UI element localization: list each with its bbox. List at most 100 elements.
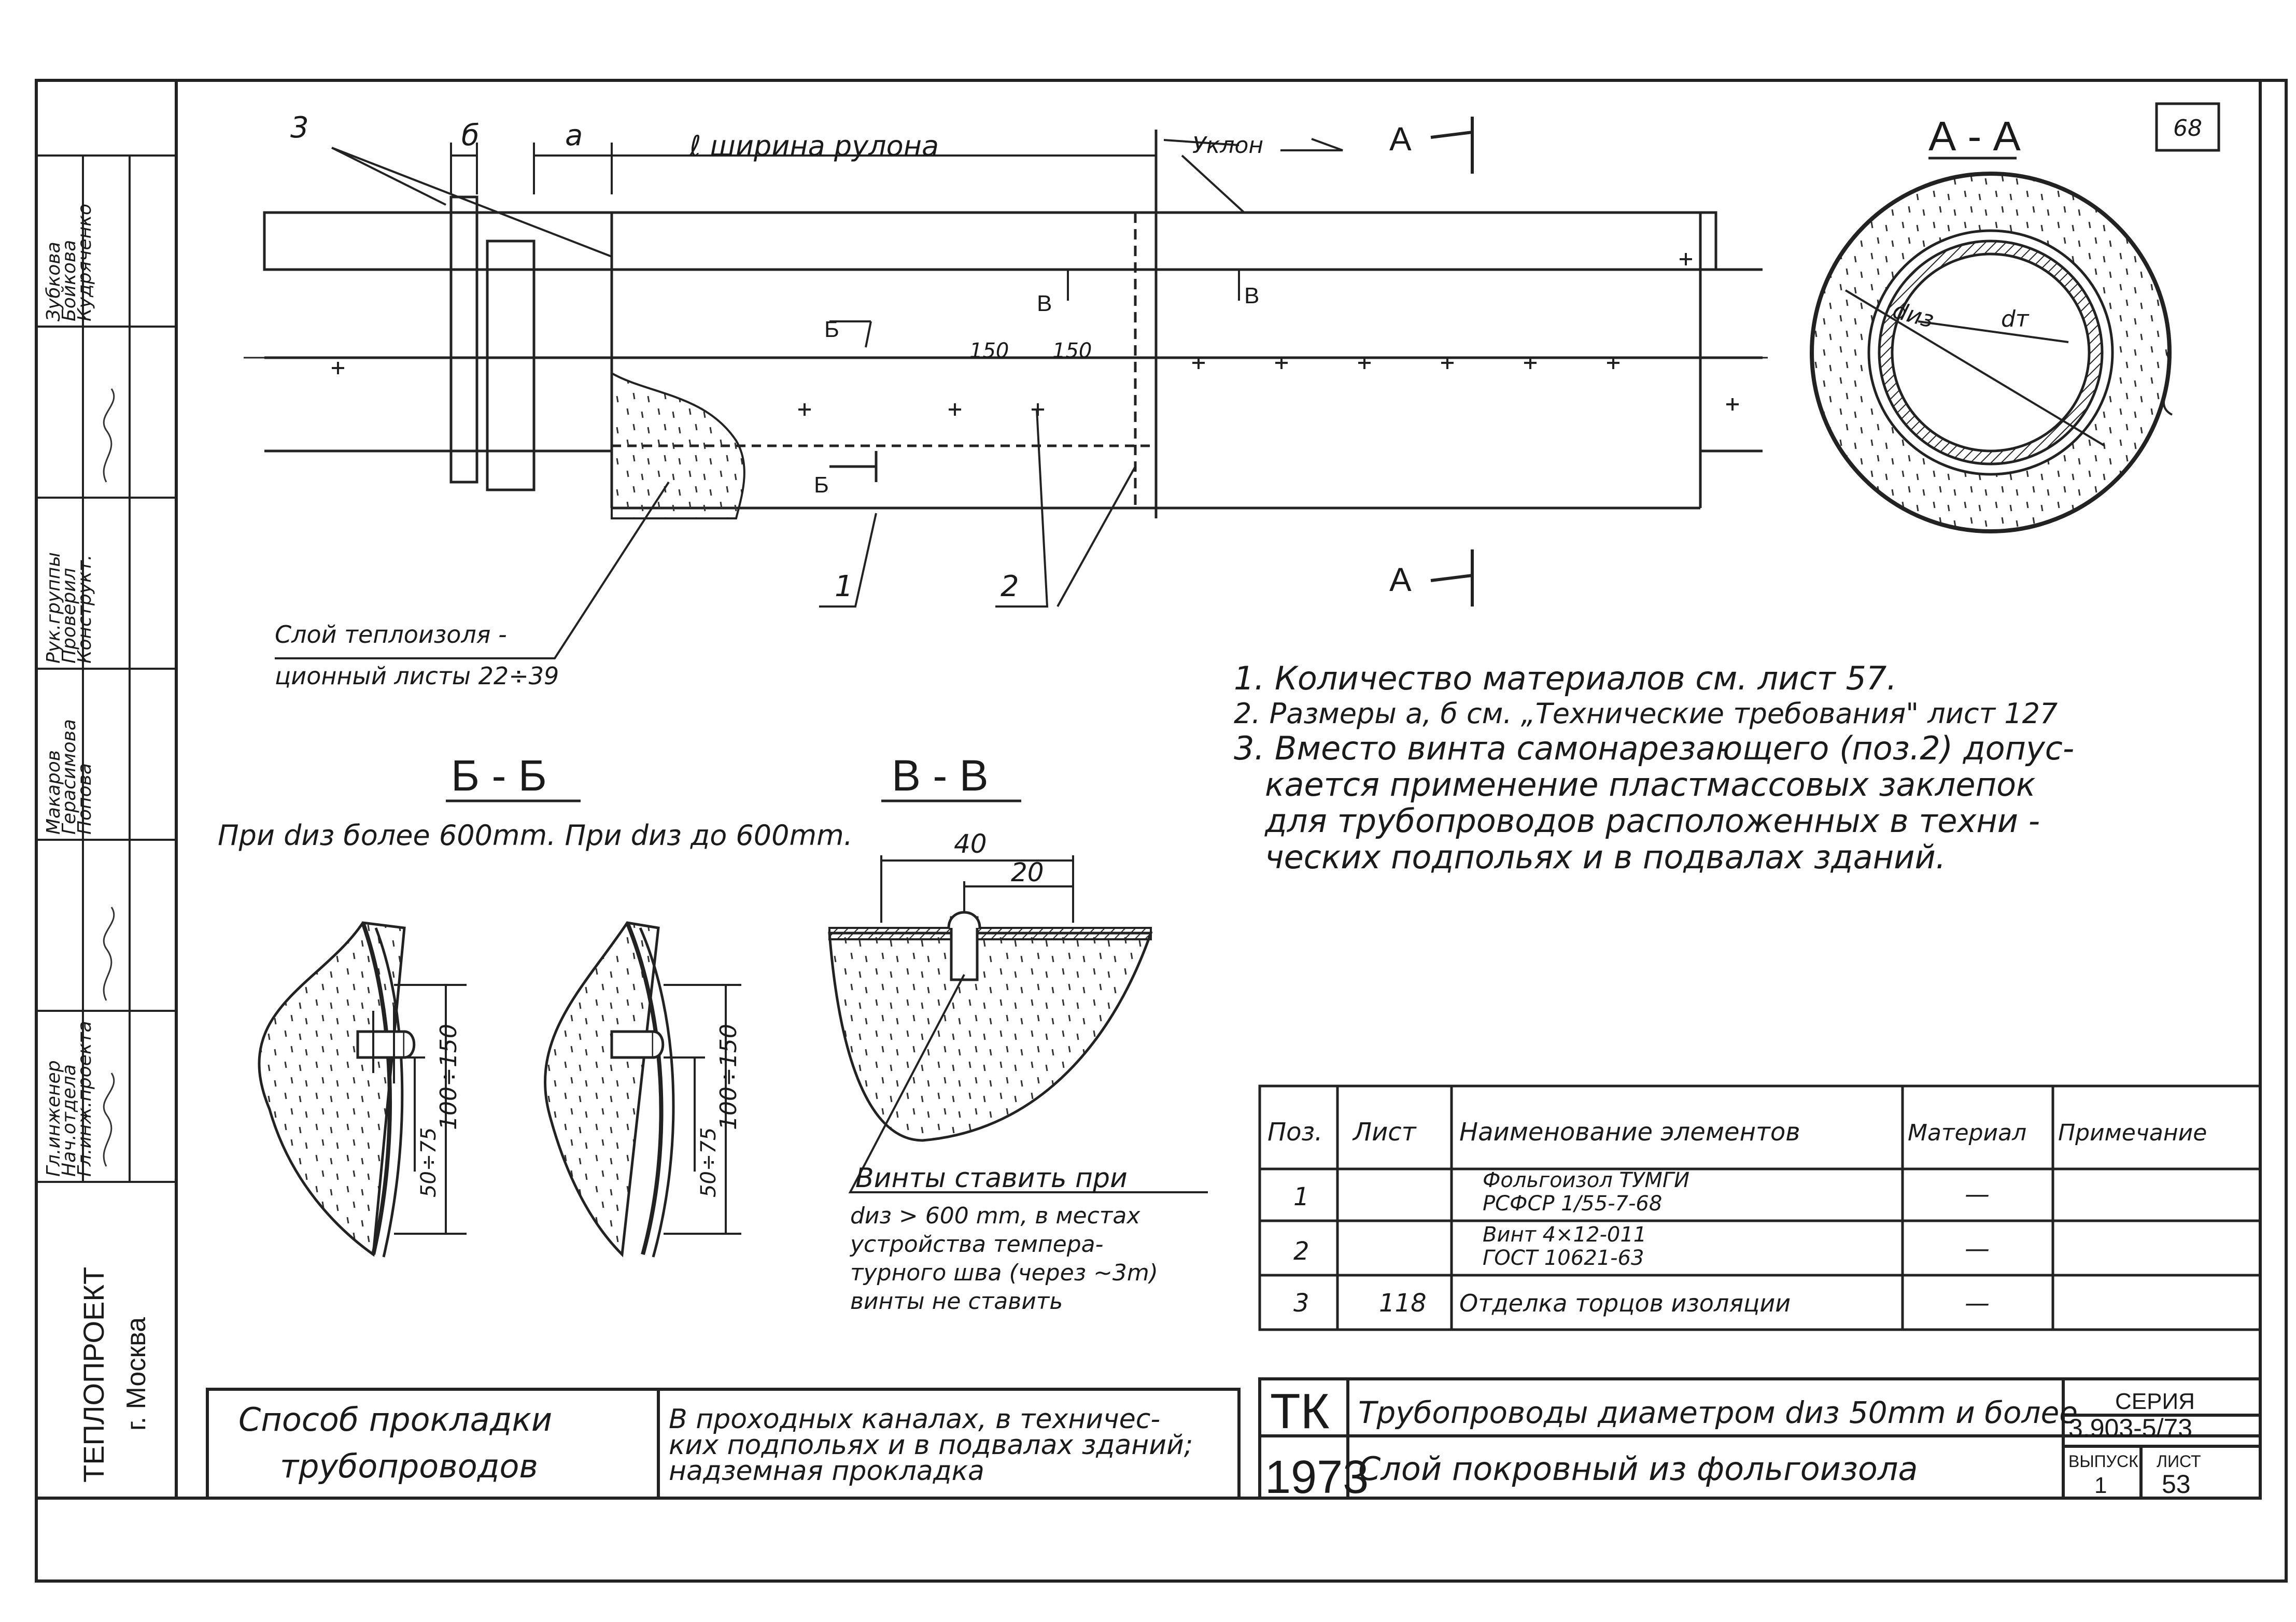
section-vv-dim-20: 20	[1011, 857, 1044, 887]
elevation-insulation-cutaway	[611, 371, 745, 519]
role-chief-engineer: Гл.инженер	[43, 1060, 64, 1177]
spec-row-3-material: —	[1965, 1289, 1990, 1318]
spec-row-2-material: —	[1965, 1234, 1990, 1263]
leaders	[275, 139, 1245, 659]
spec-header-name: Наименование элементов	[1459, 1118, 1800, 1147]
spec-table-header: Поз. Лист Наименование элементов Материа…	[1267, 1118, 2207, 1147]
leader-label-1: 1	[835, 570, 853, 603]
tk-mark: ТК	[1270, 1384, 1330, 1439]
role-group-lead: Рук.группы	[43, 552, 64, 664]
drawing-title-1: Трубопроводы диаметром dиз 50mm и более	[1358, 1395, 2078, 1430]
section-vv-dim-40: 40	[954, 829, 987, 859]
name-makarov: Макаров	[43, 750, 64, 835]
location-line-1: В проходных каналах, в техничес-	[669, 1404, 1160, 1435]
name-gerasimova: Герасимова	[59, 719, 80, 835]
section-vv-note-3: устройства темпера-	[849, 1231, 1104, 1258]
signature-column	[36, 154, 176, 1183]
cut-b-label-top: Б	[824, 317, 839, 342]
section-bb-title: Б - Б	[451, 751, 547, 800]
name-zubkova: Зубкова	[43, 242, 64, 321]
screw-marks	[332, 253, 1739, 416]
note-line-4: кается применение пластмассовых заклепок	[1265, 766, 2036, 803]
name-boykova: Бойкова	[59, 240, 80, 321]
spec-row-2-name-2: ГОСТ 10621-63	[1483, 1246, 1644, 1270]
sheet-label: ЛИСТ	[2157, 1452, 2201, 1471]
name-popova: Попова	[74, 763, 95, 835]
section-vv-note-5: винты не ставить	[850, 1288, 1063, 1315]
section-bb-right-detail	[544, 921, 741, 1258]
role-dept-head: Нач.отдела	[59, 1064, 80, 1177]
method-label-1: Способ прокладки	[238, 1401, 552, 1438]
cut-b-label-bottom: Б	[814, 472, 829, 498]
note-line-5: для трубопроводов расположенных в техни …	[1264, 802, 2040, 840]
spec-table	[1258, 1084, 2262, 1331]
section-bb-right-dim-outer: 100÷150	[715, 1024, 742, 1130]
section-bb-left-dim-outer: 100÷150	[435, 1024, 462, 1130]
series-label: СЕРИЯ	[2115, 1389, 2195, 1414]
slope-label: Уклон	[1192, 132, 1263, 159]
section-bb-left-detail	[258, 921, 467, 1258]
general-notes: 1. Количество материалов см. лист 57. 2.…	[1234, 659, 2074, 876]
series-value: 3.903-5/73	[2068, 1414, 2192, 1443]
spec-row-1-pos: 1	[1293, 1182, 1309, 1211]
dim-150-right: 150	[1052, 339, 1092, 363]
note-line-3: 3. Вместо винта самонарезающего (поз.2) …	[1234, 729, 2074, 767]
insulation-note-line-2: ционный листы 22÷39	[275, 662, 559, 690]
section-bb-left-dim-inner: 50÷75	[417, 1127, 441, 1197]
signature-scribbles	[103, 388, 115, 1167]
role-checked: Проверил	[59, 568, 80, 664]
section-a-top-arrow	[1430, 117, 1474, 174]
signature-roles: Гл.инженер Нач.отдела Гл.инж.проекта Рук…	[43, 204, 95, 1177]
leader-label-2: 2	[1001, 570, 1019, 603]
section-vv-title: В - В	[892, 751, 989, 800]
note-line-1: 1. Количество материалов см. лист 57.	[1234, 659, 1897, 697]
section-vv-note-4: турного шва (через ~3m)	[850, 1260, 1158, 1286]
corner-sheet-number: 68	[2173, 115, 2202, 142]
section-a-top-label: А	[1389, 120, 1412, 158]
section-vv-detail	[828, 855, 1208, 1193]
role-designer: Конструкт.	[74, 555, 95, 664]
org-name: ТЕПЛОПРОЕКТ	[77, 1267, 110, 1483]
section-vv-note-1: Винты ставить при	[855, 1163, 1128, 1194]
spec-row-1-name-1: Фольгоизол ТУМГИ	[1483, 1168, 1689, 1192]
leader-label-3: 3	[290, 111, 309, 145]
section-aa-title: А - А	[1928, 113, 2021, 159]
spec-table-rows: 1 Фольгоизол ТУМГИ РСФСР 1/55-7-68 — 2 В…	[1293, 1168, 1990, 1318]
section-bb-subtitle: При dиз более 600mm. При dиз до 600mm.	[218, 819, 853, 852]
cut-v-label-1: В	[1037, 291, 1052, 316]
sheet-value: 53	[2162, 1470, 2191, 1499]
spec-header-material: Материал	[1908, 1120, 2026, 1146]
issue-value: 1	[2094, 1473, 2107, 1498]
issue-label: ВЫПУСК	[2068, 1452, 2138, 1471]
cut-v-label-2: В	[1244, 283, 1259, 308]
method-label-2: трубопроводов	[280, 1447, 538, 1485]
spec-row-3-name-1: Отделка торцов изоляции	[1459, 1289, 1791, 1317]
cut-b-bottom-arrow	[829, 451, 878, 482]
dim-b-label: б	[461, 119, 480, 152]
note-line-2: 2. Размеры а, б см. „Технические требова…	[1234, 697, 2058, 730]
section-bb-right-dim-inner: 50÷75	[697, 1127, 721, 1197]
spec-row-1-material: —	[1965, 1180, 1990, 1209]
spec-header-sheet: Лист	[1352, 1118, 1417, 1147]
roll-width-label: ℓ ширина рулона	[689, 130, 939, 162]
spec-row-1-name-2: РСФСР 1/55-7-68	[1483, 1192, 1662, 1216]
cut-v-arrows	[1058, 269, 1255, 301]
location-line-3: надземная прокладка	[669, 1456, 984, 1487]
insulation-note-line-1: Слой теплоизоля -	[275, 620, 507, 648]
dim-150-left: 150	[969, 339, 1009, 363]
org-city: г. Москва	[121, 1317, 151, 1431]
spec-row-2-name-1: Винт 4×12-011	[1483, 1223, 1646, 1247]
drawing-title-2: Слой покровный из фольгоизола	[1358, 1450, 1918, 1488]
section-aa-view	[1810, 172, 2173, 533]
slope-arrow	[1280, 138, 1343, 151]
section-a-bottom-arrow	[1430, 549, 1474, 607]
role-chief-project-engineer: Гл.инж.проекта	[74, 1021, 95, 1177]
section-vv-note-2: dиз > 600 mm, в местах	[850, 1203, 1140, 1229]
section-aa-diameter-pipe: dт	[2001, 306, 2030, 332]
pipe-elevation	[244, 130, 1773, 518]
spec-row-3-pos: 3	[1293, 1289, 1309, 1318]
title-block-grid	[206, 1377, 2262, 1500]
note-line-6: ческих подпольях и в подвалах зданий.	[1265, 838, 1946, 876]
year-mark: 1973	[1265, 1451, 1369, 1503]
